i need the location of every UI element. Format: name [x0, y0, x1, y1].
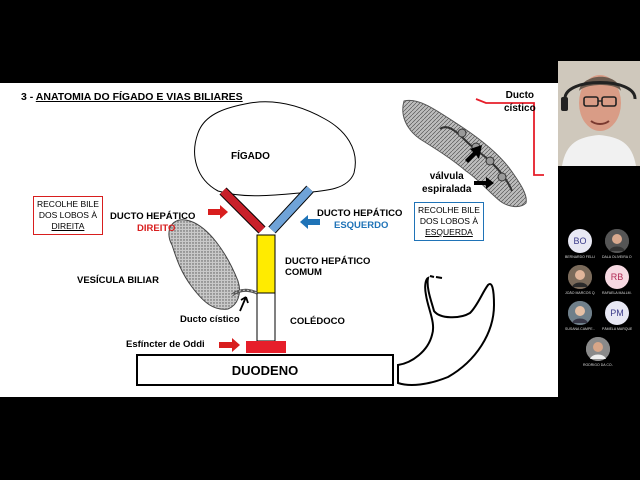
- slide-title: 3 - ANATOMIA DO FÍGADO E VIAS BILIARES: [21, 91, 243, 103]
- avatar: BO: [568, 229, 592, 253]
- avatar: [568, 301, 592, 325]
- participant-photo-icon: [586, 337, 610, 361]
- participant-name: PÂMELA MARQUES: [602, 327, 632, 331]
- title-number: 3 -: [21, 91, 36, 103]
- participant-tile[interactable]: PM PÂMELA MARQUES: [602, 301, 632, 331]
- arrow-direito: [208, 205, 228, 219]
- box-line: ESQUERDA: [425, 227, 473, 237]
- stomach-outline: [397, 276, 496, 386]
- participant-photo-icon: [568, 301, 592, 325]
- label-esquerdo: ESQUERDO: [334, 220, 389, 231]
- participant-name: RODRIGO DA CO...: [583, 363, 613, 367]
- label-direito: DIREITO: [137, 223, 176, 234]
- participant-photo-icon: [605, 229, 629, 253]
- arrow-ducto-cistico: [239, 296, 249, 312]
- box-line: RECOLHE BILE: [37, 199, 99, 209]
- presentation-slide: 3 - ANATOMIA DO FÍGADO E VIAS BILIARES F…: [0, 83, 558, 397]
- box-line: DOS LOBOS À: [419, 216, 478, 226]
- label-line: espiralada: [422, 184, 472, 195]
- participant-tile[interactable]: BO BERNARDO FELLI...: [565, 229, 595, 259]
- label-line: COMUM: [285, 267, 322, 278]
- gallbladder: [168, 219, 241, 310]
- participant-tile[interactable]: JOÃO MARCOS Q...: [565, 265, 595, 295]
- avatar: PM: [605, 301, 629, 325]
- label-line: válvula: [429, 171, 464, 182]
- title-text: ANATOMIA DO FÍGADO E VIAS BILIARES: [35, 91, 243, 103]
- arrow-esquerdo: [300, 215, 320, 229]
- avatar: [568, 265, 592, 289]
- label-vesicula-biliar: VESÍCULA BILIAR: [77, 275, 159, 286]
- box-line: DOS LOBOS À: [38, 210, 97, 220]
- participant-name: DALA OLIVEIRA O...: [602, 255, 632, 259]
- label-esfincter-oddi: Esfíncter de Oddi: [126, 339, 205, 350]
- box-line: RECOLHE BILE: [418, 205, 480, 215]
- box-recolhe-esquerda: RECOLHE BILE DOS LOBOS À ESQUERDA: [414, 202, 484, 241]
- avatar: RB: [605, 265, 629, 289]
- box-line: DIREITA: [51, 221, 85, 231]
- label-line: Ducto: [505, 90, 535, 101]
- label-ducto-hepatico-comum: DUCTO HEPÁTICO COMUM: [285, 256, 370, 278]
- participant-tile[interactable]: RB RAFAELA MALLM...: [602, 265, 632, 295]
- arrow-valvula-2: [474, 177, 494, 189]
- label-coledoco: COLÉDOCO: [290, 316, 345, 327]
- liver-outline: [194, 101, 356, 197]
- participant-tile[interactable]: RODRIGO DA CO...: [583, 337, 613, 367]
- common-hepatic-duct: [256, 234, 276, 294]
- participant-tile[interactable]: SUSANA CAMPE...: [565, 301, 595, 331]
- arrow-valvula-1: [465, 145, 482, 163]
- arrow-esfincter: [219, 338, 240, 352]
- label-figado: FÍGADO: [231, 151, 270, 162]
- label-ducto-hepatico-direito: DUCTO HEPÁTICO: [110, 211, 196, 222]
- participant-name: RAFAELA MALLM...: [602, 291, 632, 295]
- box-recolhe-direita: RECOLHE BILE DOS LOBOS À DIREITA: [33, 196, 103, 235]
- sphincter-of-oddi: [246, 341, 286, 353]
- avatar: [605, 229, 629, 253]
- label-line: cístico: [504, 103, 536, 114]
- label-ducto-hepatico-esquerdo: DUCTO HEPÁTICO: [317, 208, 403, 219]
- label-ducto-cistico-top: Ducto cístico: [504, 89, 536, 115]
- participant-name: SUSANA CAMPE...: [565, 327, 595, 331]
- biliary-anatomy-diagram: [168, 98, 544, 386]
- avatar: [586, 337, 610, 361]
- label-ducto-cistico-diagram: Ducto cístico: [180, 314, 240, 325]
- bracket-ducto-cistico: [475, 98, 544, 176]
- participant-name: BERNARDO FELLI...: [565, 255, 595, 259]
- common-bile-duct: [256, 292, 276, 342]
- presenter-video[interactable]: [558, 61, 640, 166]
- presenter-icon: [558, 61, 640, 166]
- spiral-valve-illustration: [402, 99, 527, 208]
- participant-photo-icon: [568, 265, 592, 289]
- label-line: DUCTO HEPÁTICO: [285, 256, 371, 267]
- label-valvula-espiralada: válvula espiralada: [422, 170, 471, 196]
- participant-tile[interactable]: DALA OLIVEIRA O...: [602, 229, 632, 259]
- duodeno-box: DUODENO: [136, 354, 394, 386]
- participant-name: JOÃO MARCOS Q...: [565, 291, 595, 295]
